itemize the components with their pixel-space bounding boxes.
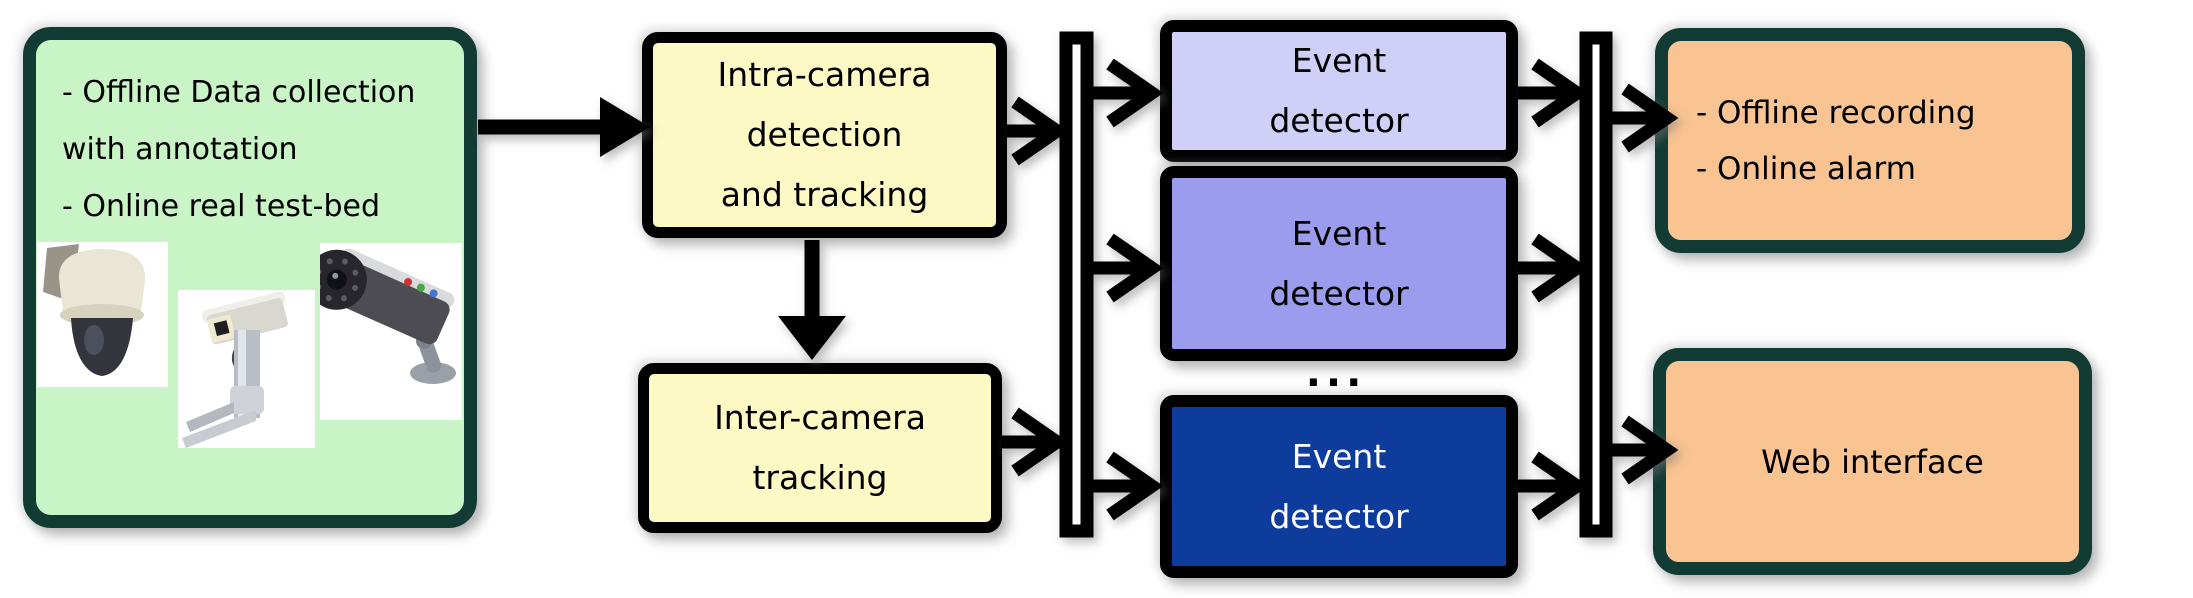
data-collection-line: with annotation [62,132,298,167]
node-intra-camera: Intra-camera detection and tracking [642,32,1007,238]
arrow-event2-to-bus2 [1518,233,1589,303]
arrow-inter-to-bus1 [1002,407,1069,477]
arrow-event1-to-bus2 [1518,58,1589,128]
intra-camera-line: detection [746,115,903,154]
output-line: - Offline recording [1696,94,1976,131]
more-event-detectors-ellipsis: ... [1305,350,1367,396]
event-detector-line: detector [1269,101,1409,140]
output-line: - Online alarm [1696,150,1916,187]
pole-mounted-camera-photo [178,290,315,448]
event-detector-line: detector [1269,496,1409,536]
inter-camera-line: tracking [752,458,888,497]
intra-camera-line: Intra-camera [717,55,932,94]
event-detector-line: Event [1291,436,1387,476]
arrow-bus1-to-event2 [1093,233,1164,303]
bullet-camera-photo [306,243,462,420]
arrow-bus1-to-event1 [1093,58,1164,128]
node-web-interface: Web interface [1653,348,2092,575]
dome-ptz-camera-photo [37,242,168,387]
node-event-detector-1: Event detector [1160,20,1518,162]
splitter-bus-bar-1 [1059,31,1094,538]
dome-ptz-camera-drawing [43,244,146,376]
node-recording-alarm-output: - Offline recording - Online alarm [1655,28,2085,253]
node-event-detector-2: Event detector [1160,166,1518,361]
arrow-bus1-to-event3 [1093,451,1164,521]
data-collection-text: - Offline Data collection with annotatio… [62,64,415,235]
node-inter-camera: Inter-camera tracking [638,363,1002,533]
web-interface-label: Web interface [1761,442,1984,481]
bullet-camera-drawing [306,248,456,384]
intra-camera-line: and tracking [720,175,929,214]
event-detector-line: detector [1269,273,1409,313]
data-collection-line: - Online real test-bed [62,189,381,224]
arrow-event3-to-bus2 [1518,451,1589,521]
arrow-intra-to-bus1 [1007,96,1069,166]
inter-camera-line: Inter-camera [714,398,926,437]
arrow-intra-to-inter [778,240,846,360]
arrow-data-to-intra [478,97,650,157]
event-detector-line: Event [1291,41,1387,80]
node-data-collection: - Offline Data collection with annotatio… [23,27,477,528]
merger-bus-bar-2 [1579,31,1613,538]
pole-camera-drawing [182,291,288,448]
data-collection-line: - Offline Data collection [62,75,416,110]
node-event-detector-3: Event detector [1160,395,1518,578]
event-detector-line: Event [1291,213,1387,253]
